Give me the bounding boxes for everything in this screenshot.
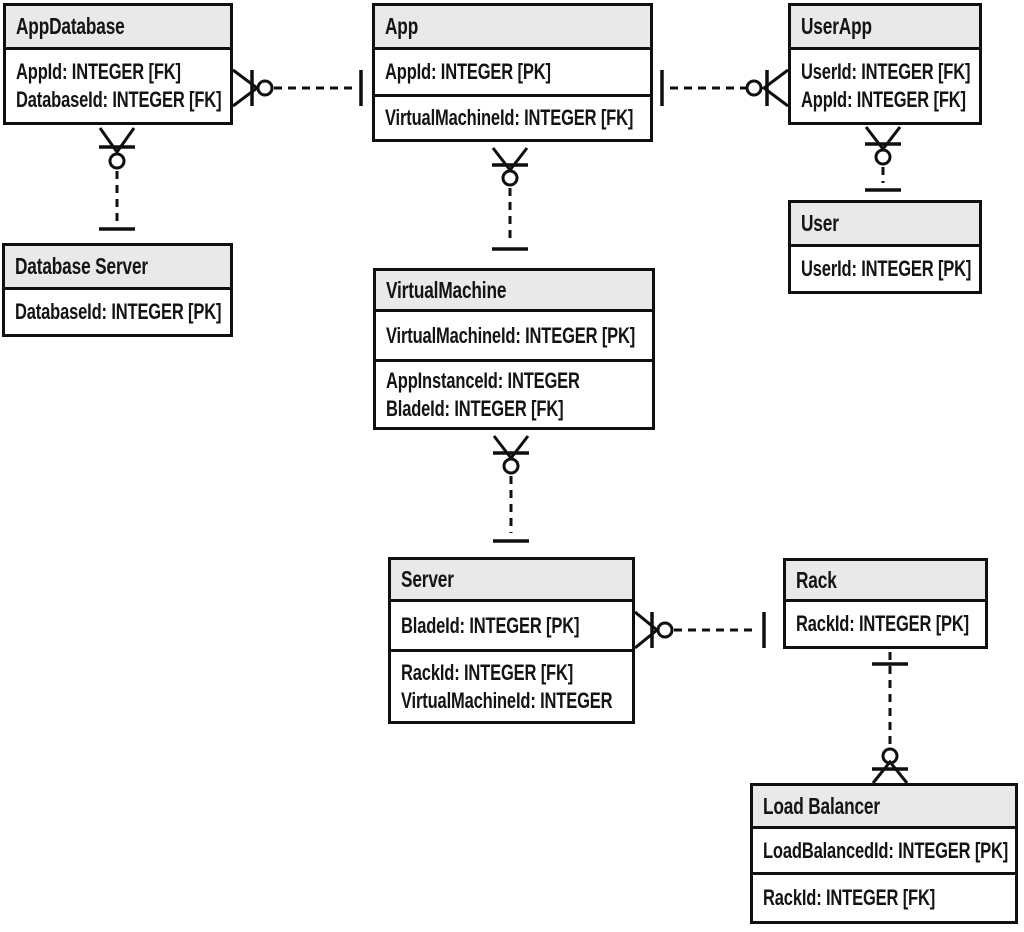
zero-circle-icon xyxy=(256,79,274,97)
attribute-text: DatabaseId: INTEGER [PK] xyxy=(15,299,222,324)
relationship-appdatabase-app xyxy=(232,68,363,108)
attribute-row: DatabaseId: INTEGER [PK] xyxy=(15,298,230,326)
attribute-row: BladeId: INTEGER [PK] xyxy=(401,612,632,640)
entity-title: VirtualMachine xyxy=(386,276,507,303)
attribute-text: DatabaseId: INTEGER [FK] xyxy=(16,87,222,112)
entity-server-fk-section: RackId: INTEGER [FK] VirtualMachineId: I… xyxy=(391,649,632,721)
entity-virtualmachine-header: VirtualMachine xyxy=(376,271,652,312)
entity-databaseserver-header: Database Server xyxy=(5,246,230,290)
entity-rack-attributes: RackId: INTEGER [PK] xyxy=(786,602,985,646)
attribute-row: DatabaseId: INTEGER [FK] xyxy=(16,86,230,114)
attribute-text: BladeId: INTEGER [PK] xyxy=(401,612,580,638)
entity-userapp: UserApp UserId: INTEGER [FK] AppId: INTE… xyxy=(788,3,982,125)
entity-loadbalancer-header: Load Balancer xyxy=(753,786,1015,829)
attribute-text: AppId: INTEGER [PK] xyxy=(385,59,551,84)
entity-virtualmachine-pk-section: VirtualMachineId: INTEGER [PK] xyxy=(376,312,652,359)
attribute-text: AppInstanceId: INTEGER xyxy=(386,367,580,393)
relationship-app-userapp xyxy=(660,68,789,108)
entity-user-attributes: UserId: INTEGER [PK] xyxy=(791,247,979,291)
entity-rack: Rack RackId: INTEGER [PK] xyxy=(783,558,988,649)
zero-circle-icon xyxy=(874,148,892,166)
crow-foot-many-icon xyxy=(761,68,789,108)
entity-title: App xyxy=(385,13,419,39)
zero-circle-icon xyxy=(108,152,126,170)
attribute-row: VirtualMachineId: INTEGER xyxy=(401,687,632,715)
entity-rack-header: Rack xyxy=(786,561,985,602)
attribute-text: AppId: INTEGER [FK] xyxy=(16,59,181,84)
attribute-row: AppId: INTEGER [PK] xyxy=(385,58,650,86)
entity-title: Database Server xyxy=(15,253,148,279)
entity-virtualmachine: VirtualMachine VirtualMachineId: INTEGER… xyxy=(373,268,655,430)
attribute-row: AppId: INTEGER [FK] xyxy=(16,58,230,86)
entity-appdatabase: AppDatabase AppId: INTEGER [FK] Database… xyxy=(3,3,233,125)
attribute-text: VirtualMachineId: INTEGER [FK] xyxy=(385,105,634,130)
relationship-virtualmachine-server xyxy=(492,435,530,543)
entity-loadbalancer: Load Balancer LoadBalancedId: INTEGER [P… xyxy=(750,783,1018,924)
attribute-text: UserId: INTEGER [PK] xyxy=(801,256,972,281)
attribute-row: VirtualMachineId: INTEGER [PK] xyxy=(386,322,652,350)
crow-foot-many-icon xyxy=(98,127,136,155)
crow-foot-many-icon xyxy=(871,759,909,784)
entity-databaseserver: Database Server DatabaseId: INTEGER [PK] xyxy=(2,243,233,337)
entity-userapp-header: UserApp xyxy=(791,6,979,50)
entity-loadbalancer-fk-section: RackId: INTEGER [FK] xyxy=(753,872,1015,921)
attribute-text: BladeId: INTEGER [FK] xyxy=(386,395,564,421)
entity-server-header: Server xyxy=(391,560,632,602)
relationship-rack-loadbalancer xyxy=(871,652,909,784)
entity-title: Load Balancer xyxy=(763,792,880,819)
attribute-text: VirtualMachineId: INTEGER xyxy=(401,687,613,713)
attribute-row: AppId: INTEGER [FK] xyxy=(801,86,979,114)
entity-server-pk-section: BladeId: INTEGER [PK] xyxy=(391,602,632,649)
relationship-app-virtualmachine xyxy=(491,147,529,251)
relationship-userapp-user xyxy=(864,126,902,192)
entity-server: Server BladeId: INTEGER [PK] RackId: INT… xyxy=(388,557,635,724)
entity-title: Rack xyxy=(796,566,837,593)
attribute-row: BladeId: INTEGER [FK] xyxy=(386,395,652,423)
attribute-row: RackId: INTEGER [FK] xyxy=(401,659,632,687)
entity-databaseserver-attributes: DatabaseId: INTEGER [PK] xyxy=(5,290,230,334)
entity-appdatabase-attributes: AppId: INTEGER [FK] DatabaseId: INTEGER … xyxy=(6,50,230,122)
relationship-server-rack xyxy=(634,610,766,650)
entity-loadbalancer-pk-section: LoadBalancedId: INTEGER [PK] xyxy=(753,829,1015,872)
attribute-row: UserId: INTEGER [PK] xyxy=(801,255,979,283)
attribute-row: RackId: INTEGER [FK] xyxy=(763,884,1015,912)
entity-title: AppDatabase xyxy=(16,13,125,39)
zero-circle-icon xyxy=(745,79,763,97)
relationship-appdatabase-databaseserver xyxy=(98,127,136,231)
entity-userapp-attributes: UserId: INTEGER [FK] AppId: INTEGER [FK] xyxy=(791,50,979,122)
zero-circle-icon xyxy=(502,457,520,475)
attribute-text: VirtualMachineId: INTEGER [PK] xyxy=(386,322,636,348)
attribute-text: AppId: INTEGER [FK] xyxy=(801,87,966,112)
entity-appdatabase-header: AppDatabase xyxy=(6,6,230,50)
attribute-text: LoadBalancedId: INTEGER [PK] xyxy=(763,837,1009,863)
entity-title: User xyxy=(801,210,839,236)
entity-app-fk-section: VirtualMachineId: INTEGER [FK] xyxy=(375,94,650,139)
attribute-row: AppInstanceId: INTEGER xyxy=(386,367,652,395)
entity-app: App AppId: INTEGER [PK] VirtualMachineId… xyxy=(372,3,653,142)
attribute-row: RackId: INTEGER [PK] xyxy=(796,610,985,638)
entity-app-pk-section: AppId: INTEGER [PK] xyxy=(375,50,650,94)
attribute-row: LoadBalancedId: INTEGER [PK] xyxy=(763,837,1015,865)
zero-circle-icon xyxy=(501,169,519,187)
entity-user-header: User xyxy=(791,203,979,247)
attribute-text: RackId: INTEGER [PK] xyxy=(796,611,970,636)
entity-user: User UserId: INTEGER [PK] xyxy=(788,200,982,294)
attribute-text: RackId: INTEGER [FK] xyxy=(763,885,936,910)
entity-app-header: App xyxy=(375,6,650,50)
entity-virtualmachine-fk-section: AppInstanceId: INTEGER BladeId: INTEGER … xyxy=(376,359,652,427)
entity-title: Server xyxy=(401,566,454,592)
attribute-text: UserId: INTEGER [FK] xyxy=(801,59,971,84)
zero-circle-icon xyxy=(656,621,674,639)
attribute-text: RackId: INTEGER [FK] xyxy=(401,659,574,685)
entity-title: UserApp xyxy=(801,13,872,39)
attribute-row: VirtualMachineId: INTEGER [FK] xyxy=(385,104,650,132)
attribute-row: UserId: INTEGER [FK] xyxy=(801,58,979,86)
